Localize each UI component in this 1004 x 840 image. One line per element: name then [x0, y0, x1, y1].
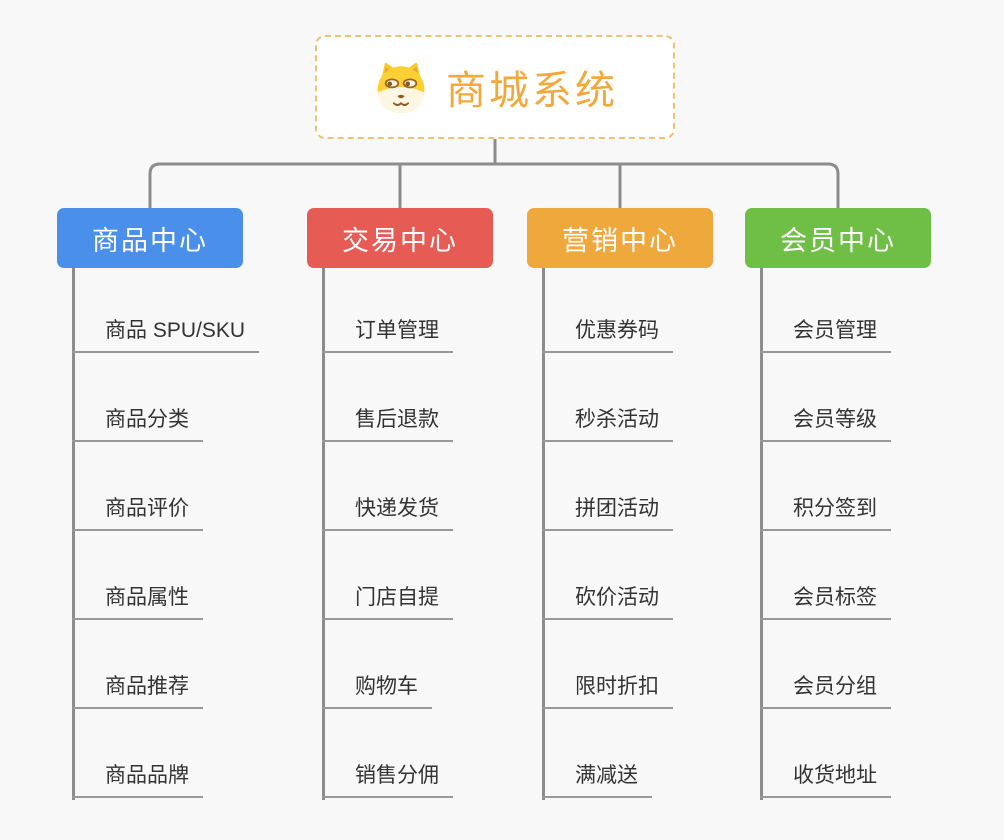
leaf-node[interactable]: 门店自提 — [322, 584, 453, 620]
branch-trunk-line — [760, 268, 763, 800]
leaf-node[interactable]: 销售分佣 — [322, 762, 453, 798]
branch-column-member-center: 会员中心 会员管理 会员等级 积分签到 会员标签 会员分组 收货地址 — [745, 208, 995, 800]
leaf-node[interactable]: 购物车 — [322, 673, 432, 709]
leaf-node[interactable]: 收货地址 — [760, 762, 891, 798]
leaf-node[interactable]: 限时折扣 — [542, 673, 673, 709]
connector-bus — [148, 162, 840, 210]
leaf-node[interactable]: 拼团活动 — [542, 495, 673, 531]
leaf-node[interactable]: 快递发货 — [322, 495, 453, 531]
branch-column-trade-center: 交易中心 订单管理 售后退款 快递发货 门店自提 购物车 销售分佣 — [307, 208, 557, 800]
leaf-node[interactable]: 会员标签 — [760, 584, 891, 620]
branch-node-marketing-center[interactable]: 营销中心 — [527, 208, 713, 268]
dog-face-icon — [377, 62, 425, 114]
leaf-node[interactable]: 商品品牌 — [72, 762, 203, 798]
branch-column-marketing-center: 营销中心 优惠券码 秒杀活动 拼团活动 砍价活动 限时折扣 满减送 — [527, 208, 777, 800]
leaf-node[interactable]: 商品分类 — [72, 406, 203, 442]
leaf-node[interactable]: 满减送 — [542, 762, 652, 798]
branch-node-trade-center[interactable]: 交易中心 — [307, 208, 493, 268]
root-node-label: 商城系统 — [446, 69, 618, 113]
branch-node-product-center[interactable]: 商品中心 — [57, 208, 243, 268]
leaf-node[interactable]: 积分签到 — [760, 495, 891, 531]
leaf-node[interactable]: 商品 SPU/SKU — [72, 317, 260, 353]
branch-column-product-center: 商品中心 商品 SPU/SKU 商品分类 商品评价 商品属性 商品推荐 商品品牌 — [57, 208, 307, 800]
leaf-node[interactable]: 商品评价 — [72, 495, 203, 531]
leaf-node[interactable]: 会员管理 — [760, 317, 891, 353]
leaf-node[interactable]: 商品推荐 — [72, 673, 203, 709]
leaf-node[interactable]: 售后退款 — [322, 406, 453, 442]
branch-node-member-center[interactable]: 会员中心 — [745, 208, 931, 268]
leaf-node[interactable]: 秒杀活动 — [542, 406, 673, 442]
leaf-node[interactable]: 会员分组 — [760, 673, 891, 709]
branch-trunk-line — [72, 268, 75, 800]
leaf-node[interactable]: 会员等级 — [760, 406, 891, 442]
leaf-node[interactable]: 商品属性 — [72, 584, 203, 620]
leaf-node[interactable]: 优惠券码 — [542, 317, 673, 353]
leaf-node[interactable]: 砍价活动 — [542, 584, 673, 620]
branch-trunk-line — [542, 268, 545, 800]
root-node-mall-system[interactable]: 商城系统 — [315, 35, 675, 139]
leaf-node[interactable]: 订单管理 — [322, 317, 453, 353]
branch-trunk-line — [322, 268, 325, 800]
